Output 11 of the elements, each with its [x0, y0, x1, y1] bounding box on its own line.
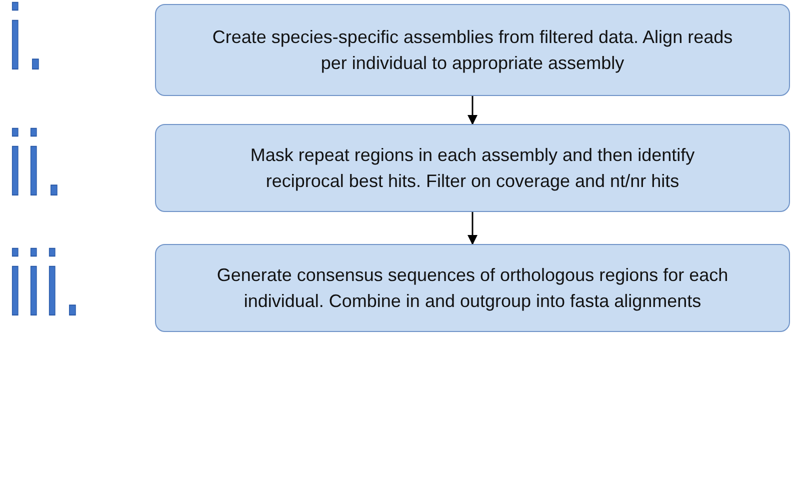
process-box	[155, 244, 790, 332]
step-text: Create species-specific assemblies from filtered data. Align reads per individual to appropriate assembly	[212, 26, 733, 75]
arrow	[468, 212, 478, 245]
process-box	[155, 124, 790, 212]
step-numeral: i.	[8, 0, 49, 84]
process-box	[155, 4, 790, 96]
step-numeral: ii.	[8, 118, 68, 210]
arrow	[468, 96, 478, 125]
step-numeral: iii.	[8, 238, 86, 330]
step-text: Mask repeat regions in each assembly and then identify reciprocal best hits. Filter on coverage and nt/nr hits	[249, 144, 696, 193]
step-text: Generate consensus sequences of orthologous regions for each individual. Combine in and outgroup into fasta alignments	[216, 264, 730, 313]
